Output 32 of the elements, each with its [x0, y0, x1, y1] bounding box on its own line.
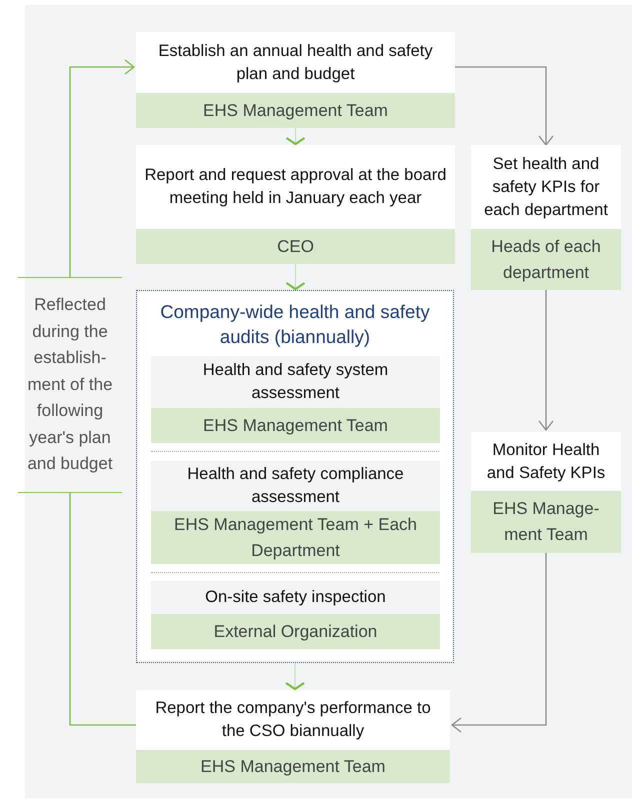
- audit-box: [151, 581, 440, 649]
- arrow: [455, 66, 554, 146]
- responsible-party: CEO: [136, 229, 455, 264]
- arrow: [69, 59, 135, 277]
- step-title: On-site safety inspection: [204, 587, 387, 608]
- audit-box: [151, 356, 440, 443]
- responsible-party: EHS Management Team: [136, 93, 455, 128]
- process-box: [471, 432, 621, 553]
- responsible-party: EHS Management Team: [151, 408, 440, 443]
- arrow: [538, 290, 554, 431]
- step-title: Establish an annual health and safety plan and budget: [157, 40, 434, 84]
- group-title: Company-wide health and safety audits (biannually): [159, 300, 431, 349]
- feedback-note: Reflected during the establish- ment of the following year's plan and budget: [26, 294, 114, 475]
- process-box: [136, 145, 455, 264]
- step-title: Monitor Health and Safety KPIs: [486, 440, 606, 484]
- step-title: Health and safety compliance assessment: [186, 464, 405, 508]
- step-title: Health and safety system assessment: [202, 360, 390, 404]
- responsible-party: Heads of each department: [471, 229, 621, 290]
- arrow: [451, 553, 547, 733]
- process-box: [136, 690, 450, 783]
- responsible-party: External Organization: [151, 614, 440, 649]
- step-title: Report and request approval at the board meeting held in January each year: [144, 165, 448, 209]
- responsible-party: EHS Management Team: [136, 750, 450, 783]
- step-title: Report the company's performance to the CSO biannually: [154, 698, 432, 742]
- audit-box: [151, 461, 440, 564]
- process-box: [136, 32, 455, 128]
- responsible-party: EHS Management Team + Each Department: [151, 511, 440, 564]
- responsible-party: EHS Manage- ment Team: [471, 491, 621, 553]
- step-title: Set health and safety KPIs for each department: [483, 154, 609, 220]
- process-box: [471, 145, 621, 290]
- connector-line: [69, 493, 136, 726]
- audit-group-box: [136, 290, 454, 663]
